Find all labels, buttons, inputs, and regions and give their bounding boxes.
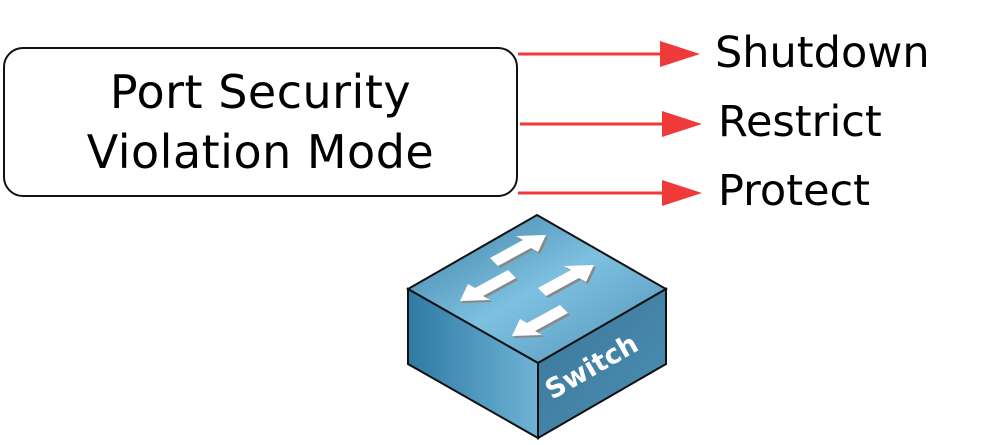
switch-right-face [537, 287, 667, 440]
network-switch-icon: Switch [405, 213, 669, 440]
option-restrict: Restrict [718, 97, 882, 147]
arrow-protect [518, 180, 702, 206]
arrow-restrict [520, 111, 702, 137]
box-title-line-1: Port Security [109, 65, 412, 119]
arrow-shutdown [518, 41, 700, 67]
box-title-line-2: Violation Mode [86, 125, 435, 179]
option-shutdown: Shutdown [715, 28, 930, 78]
option-protect: Protect [718, 166, 871, 216]
violation-mode-box: Port Security Violation Mode [3, 47, 518, 197]
switch-arrows [460, 235, 596, 338]
